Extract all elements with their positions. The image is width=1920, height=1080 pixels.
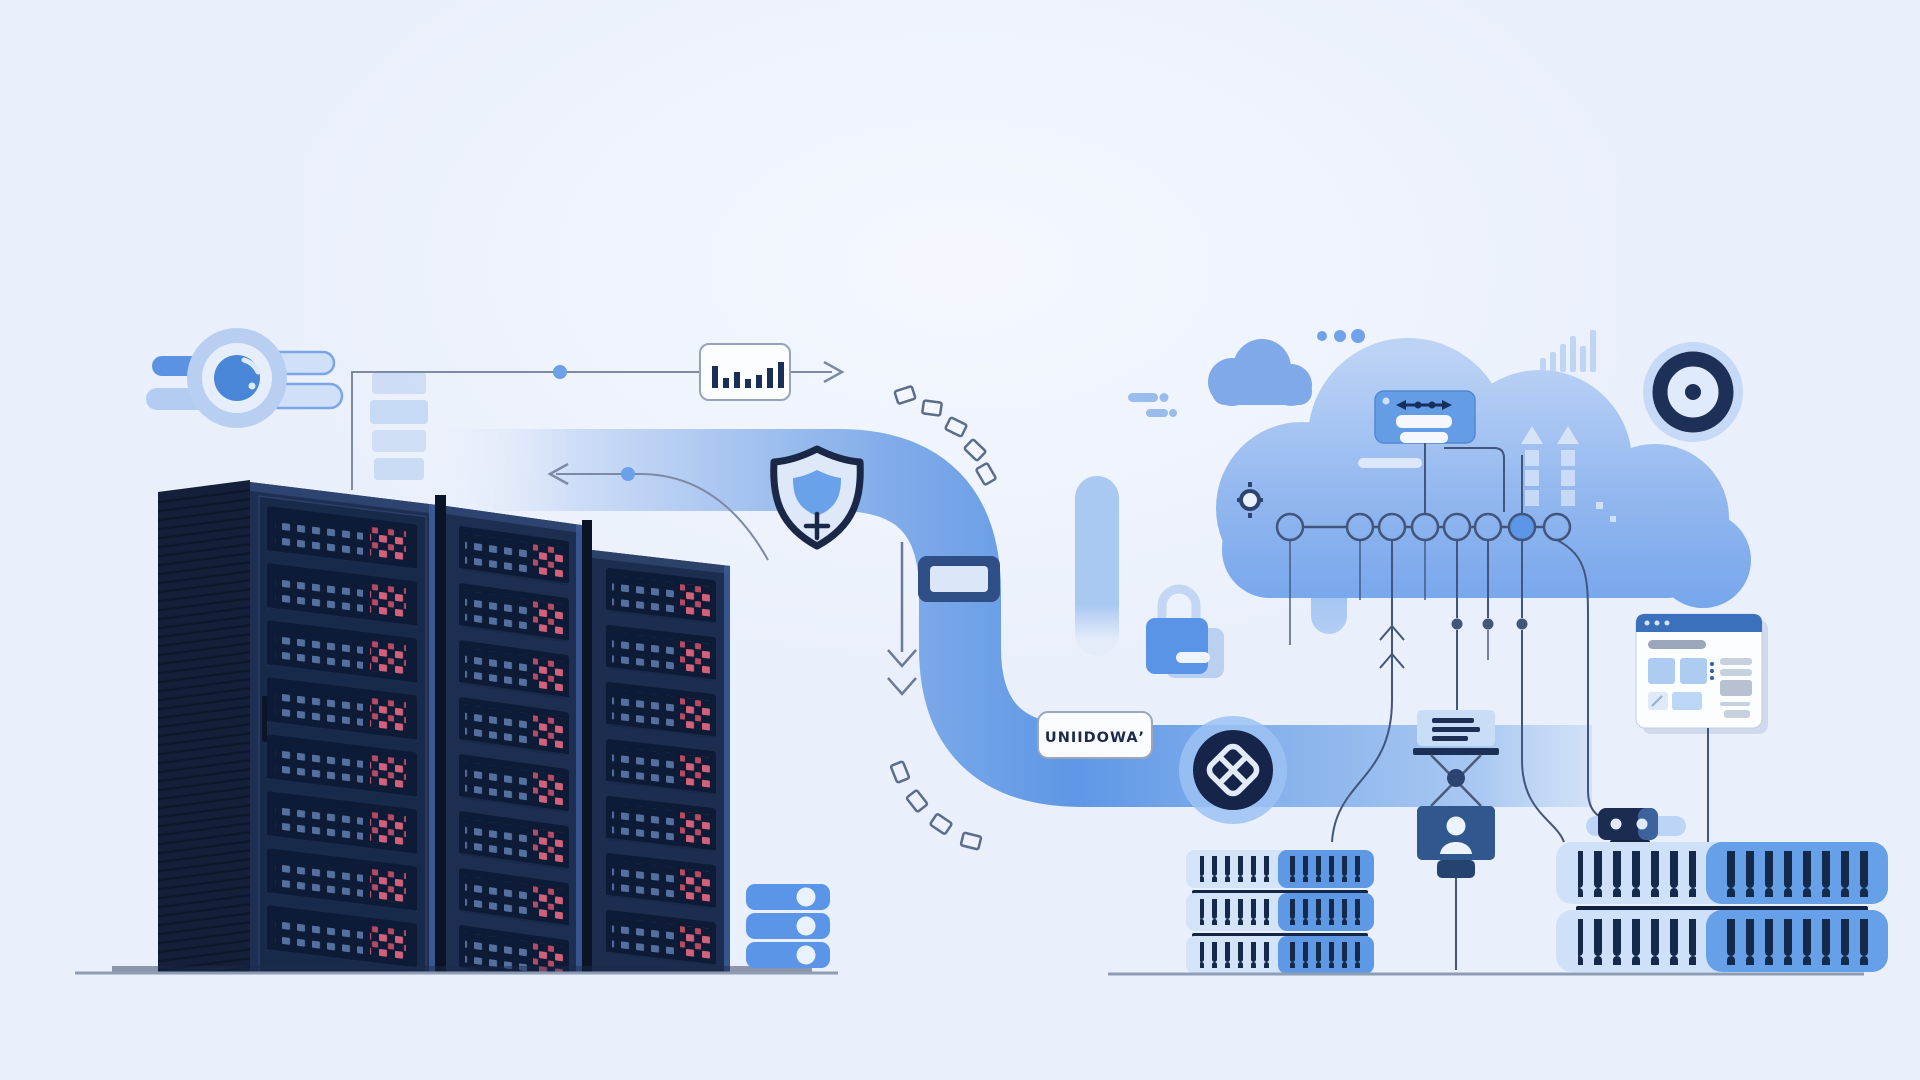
padlock-icon [1146,584,1224,678]
monitoring-eye-icon [146,328,344,428]
pixel-sparkles [1596,502,1616,522]
upload-arrows-icon [1521,426,1579,506]
wire-junction-dots [1451,618,1528,630]
wire-node-dot [553,365,567,379]
bar-chart-faint-icon [1540,330,1596,372]
browser-window-icon [1635,613,1768,734]
metrics-wire [351,360,845,490]
data-flow-pipe [448,429,1592,807]
valve-icon [918,556,1000,602]
rack-shadow [112,966,812,974]
server-rack-1 [250,481,435,972]
layers-stack-icon [370,372,428,480]
rack-gap [435,495,446,972]
small-cloud-icon [1208,339,1312,406]
down-arrow-wire [887,542,917,696]
database-stack-icon [746,884,830,968]
wire-node-dot [621,467,635,481]
return-wire [547,462,769,561]
gear-icon [1237,482,1263,518]
server-rack-3 [592,550,730,972]
ellipsis-dots-icon [1317,329,1365,343]
rack-side-panel [158,480,250,972]
target-icon [1643,342,1743,442]
server-stack-middle [1186,850,1374,974]
dashed-arc-bottom [889,760,983,851]
progress-pill [1358,458,1422,468]
server-stack-right [1556,842,1888,972]
gateway-label: UNIIDOWAʼ [1037,711,1153,759]
sync-card-icon [1374,390,1476,444]
rack-gap [582,520,592,972]
user-box-icon [1417,806,1495,878]
gateway-label-text: UNIIDOWAʼ [1045,730,1145,746]
bar-chart-box-icon [699,343,791,401]
pulley-icon [1430,754,1482,807]
speed-dashes-icon [1128,393,1177,417]
junction-node-icon [1179,716,1287,824]
shield-security-icon [770,445,864,550]
dashed-arc-top [893,385,997,486]
server-rack-2 [446,506,582,972]
document-box-icon [1413,710,1499,755]
server-racks [158,480,730,972]
